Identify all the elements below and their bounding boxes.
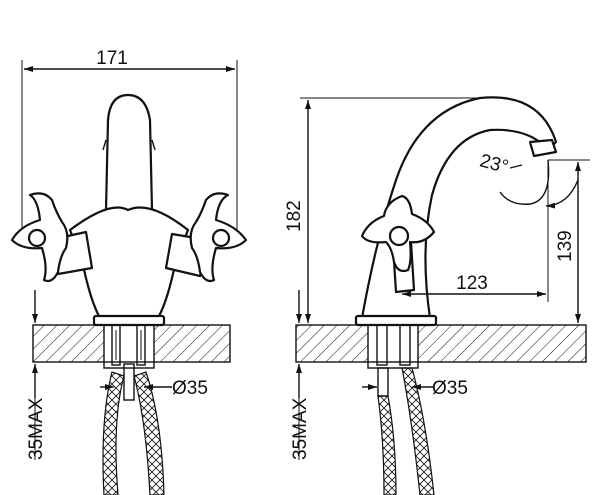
spout-height-dimension: 139 bbox=[548, 159, 590, 323]
countertop-side bbox=[295, 323, 587, 364]
reach-label: 123 bbox=[456, 273, 488, 294]
max-thickness-dimension-side: 35MAX bbox=[290, 290, 311, 460]
max-thickness-label-side: 35MAX bbox=[290, 397, 311, 460]
side-view: 182 139 23° bbox=[284, 96, 590, 495]
max-thickness-dimension-front: 35MAX bbox=[26, 290, 47, 460]
height-label: 182 bbox=[284, 200, 305, 232]
diameter-dimension-side: Ø35 bbox=[362, 378, 468, 399]
angle-label: 23° bbox=[477, 150, 510, 178]
spout-height-label: 139 bbox=[555, 230, 576, 262]
countertop-front bbox=[32, 323, 231, 364]
diameter-label: Ø35 bbox=[172, 378, 208, 399]
width-label: 171 bbox=[96, 48, 128, 69]
width-dimension: 171 bbox=[21, 48, 238, 235]
faucet-front bbox=[10, 93, 248, 327]
reach-dimension: 123 bbox=[402, 273, 546, 297]
diameter-label-side: Ø35 bbox=[432, 378, 468, 399]
supply-hoses-side bbox=[367, 324, 435, 495]
max-thickness-label: 35MAX bbox=[26, 397, 47, 460]
front-view: 171 bbox=[10, 48, 248, 495]
diameter-dimension-front: Ø35 bbox=[100, 378, 208, 399]
height-dimension: 182 bbox=[284, 97, 500, 323]
faucet-side: 23° bbox=[354, 96, 579, 327]
